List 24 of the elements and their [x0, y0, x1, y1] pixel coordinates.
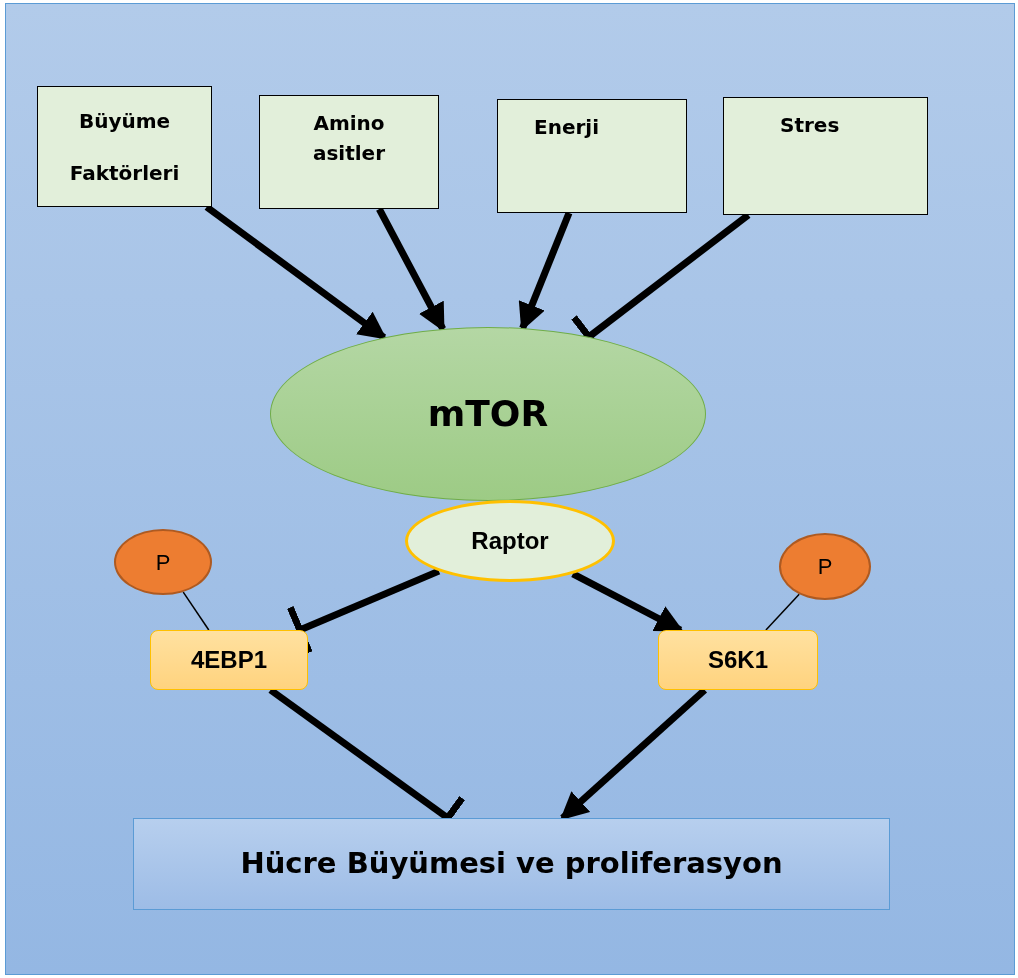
box-label: Büyüme Faktörleri	[68, 108, 181, 187]
box-label: Stres	[780, 112, 840, 139]
ellipse-label: Raptor	[471, 526, 549, 556]
arrow	[571, 570, 684, 634]
input-box	[497, 99, 687, 213]
input-box	[37, 86, 212, 207]
protein-box	[150, 630, 308, 690]
arrow	[376, 207, 446, 332]
input-box	[723, 97, 928, 215]
ellipse-label: mTOR	[427, 392, 549, 436]
inhibition-line	[287, 567, 441, 654]
box-label: Hücre Büyümesi ve proliferasyon	[240, 845, 783, 883]
box-label: Enerji	[534, 114, 600, 141]
arrow	[204, 204, 387, 341]
box-label: Amino asitler	[311, 110, 387, 167]
box-label: S6K1	[707, 645, 768, 675]
circle-label: P	[155, 548, 171, 577]
box-label: 4EBP1	[190, 645, 267, 675]
input-box	[259, 95, 439, 209]
outcome-box	[133, 818, 890, 910]
protein-box	[658, 630, 818, 690]
connector-line	[765, 593, 800, 631]
circle-label: P	[817, 553, 833, 581]
connector-line	[182, 591, 210, 631]
